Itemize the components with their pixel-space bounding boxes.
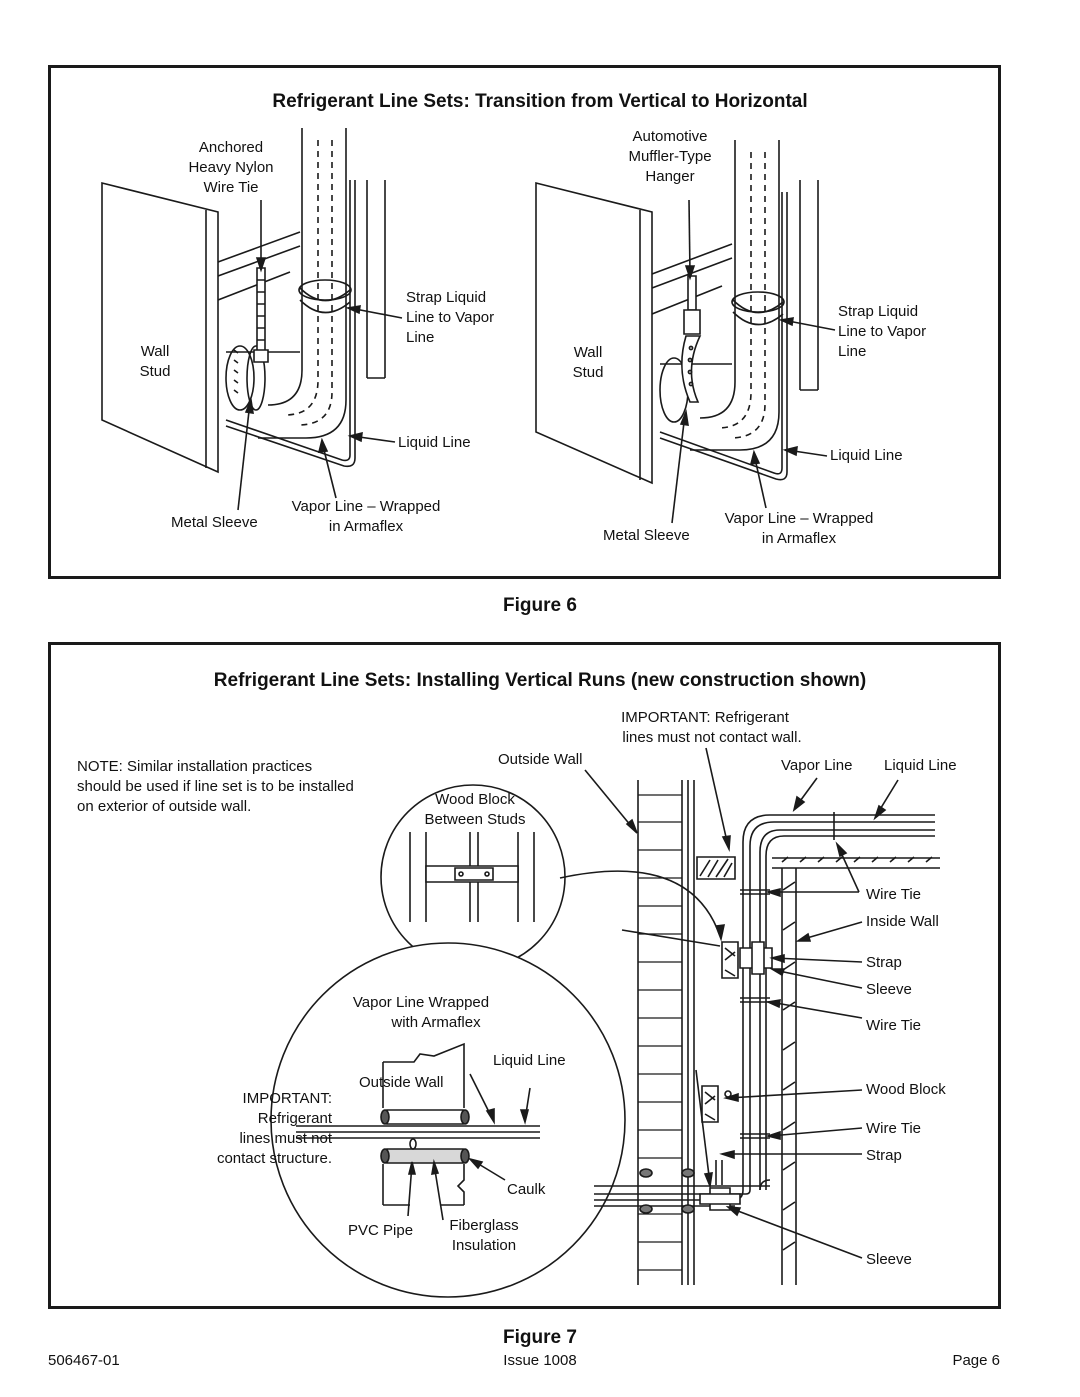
figure7-caption: Figure 7: [503, 1327, 577, 1348]
figure7-title: Refrigerant Line Sets: Installing Vertic…: [213, 670, 867, 691]
label-hanger: Hanger: [645, 168, 695, 185]
footer-issue: Issue 1008: [503, 1352, 577, 1369]
figure6-caption: Figure 6: [503, 595, 577, 616]
label-liquid-line-top: Liquid Line: [884, 757, 957, 774]
label-vapor-line: Vapor Line: [781, 757, 853, 774]
wall-stud-left: [102, 183, 218, 472]
label-wall-r: Wall: [573, 344, 603, 361]
wall-stud-right: [536, 183, 652, 483]
label-pvc-pipe: PVC Pipe: [348, 1222, 414, 1239]
label-important-1: IMPORTANT:: [242, 1090, 332, 1107]
note-similar-practices: NOTE: Similar installation practices sho…: [77, 758, 354, 815]
label-wood-block-right: Wood Block: [866, 1081, 946, 1098]
label-caulk: Caulk: [507, 1181, 546, 1198]
label-stud-r: Stud: [572, 364, 604, 381]
label-automotive: Automotive: [632, 128, 708, 145]
label-vapor-wrapped-r: Vapor Line – Wrapped: [724, 510, 874, 527]
label-line-to-vapor: Line to Vapor: [406, 309, 495, 326]
label-muffler-type: Muffler-Type: [628, 148, 712, 165]
label-in-armaflex: in Armaflex: [328, 518, 404, 535]
label-line-to-vapor-r: Line to Vapor: [838, 323, 927, 340]
label-fiberglass: Fiberglass: [449, 1217, 519, 1234]
label-wire-tie-3: Wire Tie: [866, 1120, 922, 1137]
label-strap-liquid-r: Strap Liquid: [838, 303, 919, 320]
label-important-4: contact structure.: [216, 1150, 332, 1167]
label-wire-tie-2: Wire Tie: [866, 1017, 922, 1034]
label-heavy-nylon: Heavy Nylon: [188, 159, 274, 176]
label-outside-wall-detail: Outside Wall: [359, 1074, 444, 1091]
footer-doc-number: 506467-01: [48, 1352, 120, 1369]
label-wall: Wall: [140, 343, 170, 360]
label-strap-2: Strap: [866, 1147, 902, 1164]
label-wire-tie-1: Wire Tie: [866, 886, 922, 903]
label-stud: Stud: [139, 363, 171, 380]
label-insulation: Insulation: [451, 1237, 517, 1254]
label-metal-sleeve-r: Metal Sleeve: [603, 527, 690, 544]
label-wire-tie: Wire Tie: [203, 179, 259, 196]
label-line: Line: [406, 329, 435, 346]
label-anchored: Anchored: [198, 139, 264, 156]
label-vapor-wrapped: Vapor Line – Wrapped: [291, 498, 441, 515]
label-important-2: Refrigerant: [257, 1110, 332, 1127]
label-strap-1: Strap: [866, 954, 902, 971]
label-important-top-2: lines must not contact wall.: [622, 729, 802, 746]
footer-page: Page 6: [952, 1352, 1000, 1369]
figure6-title: Refrigerant Line Sets: Transition from V…: [272, 91, 808, 112]
label-liquid-line-detail: Liquid Line: [493, 1052, 566, 1069]
label-metal-sleeve: Metal Sleeve: [171, 514, 258, 531]
label-important-top-1: IMPORTANT: Refrigerant: [621, 709, 789, 726]
label-wood-block: Wood Block: [435, 791, 515, 808]
figure6-illustration: [0, 0, 1080, 600]
label-strap-liquid: Strap Liquid: [406, 289, 487, 306]
label-line-r: Line: [838, 343, 867, 360]
label-outside-wall: Outside Wall: [498, 751, 583, 768]
label-between-studs: Between Studs: [424, 811, 526, 828]
label-liquid-line: Liquid Line: [398, 434, 471, 451]
label-liquid-line-r: Liquid Line: [830, 447, 903, 464]
label-important-3: lines must not: [239, 1130, 332, 1147]
label-inside-wall: Inside Wall: [866, 913, 939, 930]
label-sleeve-1: Sleeve: [866, 981, 912, 998]
label-with-armaflex: with Armaflex: [391, 1014, 481, 1031]
label-in-armaflex-r: in Armaflex: [761, 530, 837, 547]
label-vapor-wrapped-detail: Vapor Line Wrapped: [352, 994, 490, 1011]
label-sleeve-2: Sleeve: [866, 1251, 912, 1268]
